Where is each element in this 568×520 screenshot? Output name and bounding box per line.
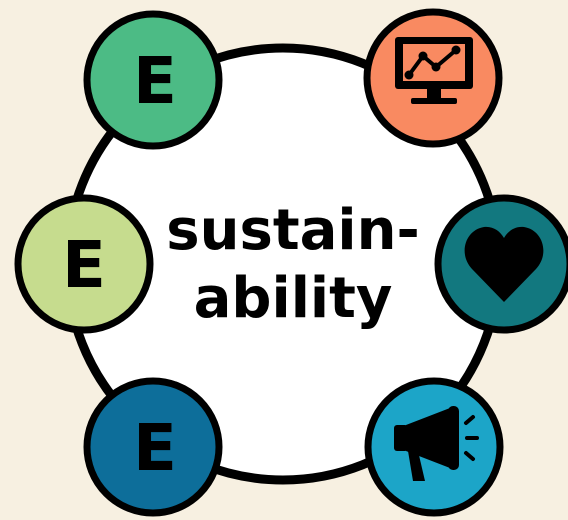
node-bottom-right <box>364 377 504 517</box>
node-top-left-letter: E <box>133 45 177 119</box>
megaphone-icon <box>394 406 479 481</box>
hub-line-2: ability <box>194 266 393 331</box>
node-bottom-left-letter: E <box>133 412 177 486</box>
node-middle-right <box>434 194 568 334</box>
hub-line-1: sustain- <box>166 198 419 263</box>
node-middle-left: E <box>14 194 154 334</box>
node-top-left: E <box>83 10 223 150</box>
node-middle-left-circle <box>14 194 154 334</box>
node-bottom-left-circle <box>83 377 223 517</box>
node-middle-left-letter: E <box>62 229 106 303</box>
node-top-left-circle <box>83 10 223 150</box>
node-top-right <box>363 8 503 148</box>
heart-icon <box>464 226 544 302</box>
node-bottom-left: E <box>83 377 223 517</box>
monitor-chart-icon <box>395 37 473 104</box>
